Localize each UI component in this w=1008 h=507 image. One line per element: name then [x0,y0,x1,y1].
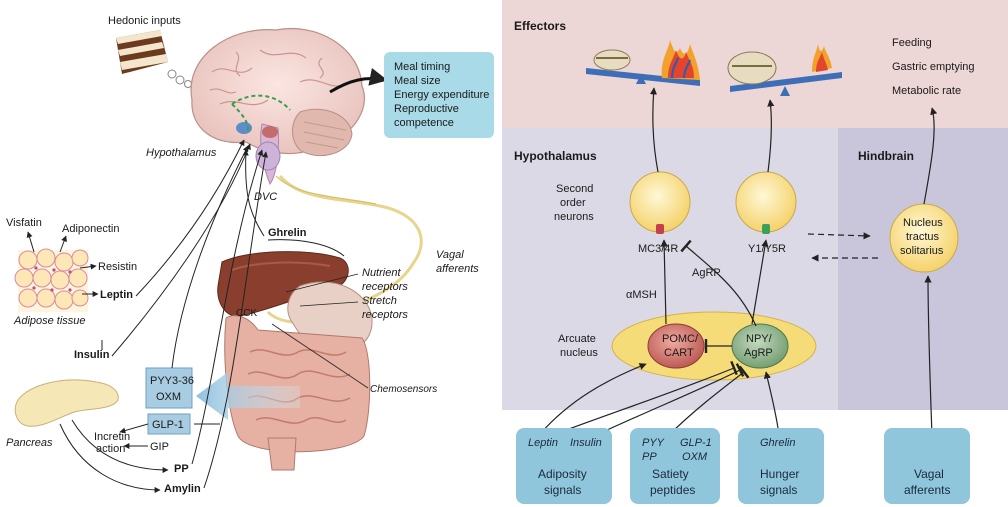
output-competence: competence [394,117,454,129]
pomc-label: POMC/ [662,333,699,345]
amylin-label: Amylin [164,483,201,495]
adiposity-title-1: Adiposity [538,467,587,481]
effector-gastric-emptying: Gastric emptying [892,61,975,73]
signal-box-vagal: Vagal afferents [884,428,970,504]
second-order-label-3: neurons [554,211,594,223]
pancreas-label: Pancreas [6,437,53,449]
satiety-pp: PP [642,451,657,463]
mc34r-label: MC3/4R [638,243,678,255]
leptin-label: Leptin [100,289,133,301]
hunger-ghrelin: Ghrelin [760,437,795,449]
npy-agrp-neuron [732,324,788,368]
pp-label: PP [174,463,189,475]
hypothalamus-label: Hypothalamus [146,147,217,159]
adiposity-insulin: Insulin [570,437,602,449]
hunger-title-2: signals [760,483,797,497]
amsh-label: αMSH [626,289,657,301]
adipose-tissue-label: Adipose tissue [13,315,86,327]
resistin-label: Resistin [98,261,137,273]
stretch-receptors-label-2: receptors [362,309,408,321]
insulin-label: Insulin [74,349,110,361]
vagal-title-1: Vagal [914,467,944,481]
cake-icon [116,30,168,74]
y1y5r-receptor [762,224,770,234]
vagal-afferents-label-2: afferents [436,263,479,275]
adiposity-leptin: Leptin [528,437,558,449]
hunger-title-1: Hunger [760,467,799,481]
nts-label-2: tractus [906,231,940,243]
adiponectin-label: Adiponectin [62,223,120,235]
satiety-title-2: peptides [650,483,695,497]
adiposity-title-2: signals [544,483,581,497]
oxm-label: OXM [156,391,181,403]
output-reproductive: Reproductive [394,103,459,115]
second-order-label-2: order [560,197,586,209]
mc34r-neuron [630,172,690,232]
vagal-afferents-label-1: Vagal [436,249,464,261]
mc34r-receptor [656,224,664,234]
dvc-label: DVC [254,191,277,203]
second-order-label-1: Second [556,183,593,195]
right-panel: Effectors Hypothalamus Hindbrain Feeding… [502,0,1008,504]
y1y5r-label: Y1/Y5R [748,243,786,255]
cart-label: CART [664,347,694,359]
satiety-pyy: PYY [642,437,665,449]
thought-bubbles [168,70,192,88]
nts-label-3: solitarius [900,245,944,257]
incretin-label-1: Incretin [94,431,130,443]
effectors-title: Effectors [514,19,566,33]
nutrient-receptors-label-2: receptors [362,281,408,293]
nutrient-receptors-label-1: Nutrient [362,267,401,279]
gip-label: GIP [150,441,169,453]
npy-label: NPY/ [746,333,773,345]
incretin-label-2: action [96,443,125,455]
output-energy-expenditure: Energy expenditure [394,89,489,101]
glp1-label: GLP-1 [152,419,184,431]
adipose-tissue-illustration [15,249,88,312]
hypothalamus-title: Hypothalamus [514,149,597,163]
output-meal-timing: Meal timing [394,61,450,73]
hedonic-inputs-label: Hedonic inputs [108,15,181,27]
chemosensors-label: Chemosensors [370,384,437,395]
signal-box-hunger: Ghrelin Hunger signals [738,428,824,504]
pyy-label: PYY3-36 [150,375,194,387]
arcuate-label-1: Arcuate [558,333,596,345]
brain-illustration [191,29,364,184]
signal-box-satiety: PYY GLP-1 PP OXM Satiety peptides [630,428,720,504]
visfatin-label: Visfatin [6,217,42,229]
left-panel: Hedonic inputs Meal timing Meal size Ene… [6,15,494,495]
satiety-title-1: Satiety [652,467,689,481]
signal-box-adiposity: Leptin Insulin Adiposity signals [516,428,612,504]
effector-metabolic-rate: Metabolic rate [892,85,961,97]
effector-feeding: Feeding [892,37,932,49]
output-meal-size: Meal size [394,75,440,87]
nts-label-1: Nucleus [903,217,943,229]
satiety-glp1: GLP-1 [680,437,712,449]
pancreas-illustration [15,380,118,426]
satiety-oxm: OXM [682,451,708,463]
stretch-receptors-label-1: Stretch [362,295,397,307]
pomc-cart-neuron [648,324,704,368]
cck-label: CCK [236,308,257,319]
vagal-title-2: afferents [904,483,950,497]
agrp-neuron-label: AgRP [744,347,773,359]
y1y5r-neuron [736,172,796,232]
ghrelin-label: Ghrelin [268,227,307,239]
arcuate-label-2: nucleus [560,347,598,359]
hindbrain-title: Hindbrain [858,149,914,163]
